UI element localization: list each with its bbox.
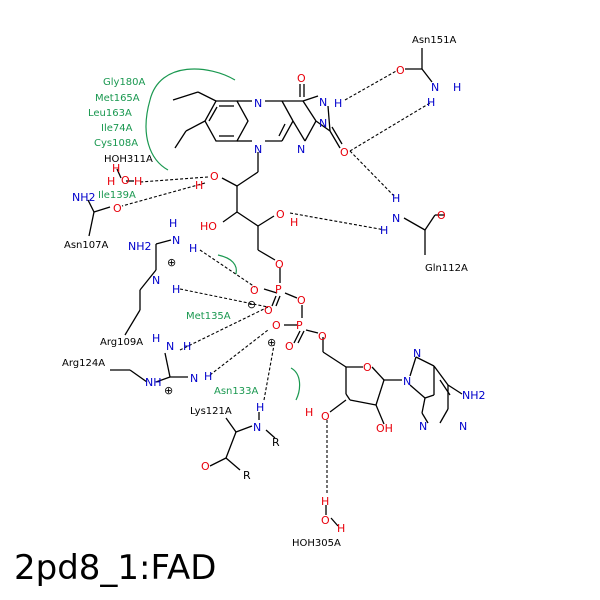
isoalloxazine-ring [172,84,343,172]
hoh311a-H1: H [112,162,120,175]
atom-O2: O [340,146,349,159]
label-leu163a: Leu163A [88,108,132,119]
adenosine [329,356,463,425]
atom-O2-ribityl: O [210,170,219,183]
lys121a-charge: ⊕ [267,336,276,349]
atom-HO2-ribose: H [305,406,313,419]
hoh311a-O: O [121,174,130,187]
atom-N3-adenine: N [419,420,427,433]
arg109a-NH2: NH2 [128,240,152,253]
label-gln112a: Gln112A [425,263,468,274]
label-gly180a: Gly180A [103,77,146,88]
ligand-title: 2pd8_1:FAD [14,548,217,588]
arg124a-charge: ⊕ [164,384,173,397]
atom-O-P2b: O [285,340,294,353]
atom-N9: N [403,375,411,388]
arg109a-N2: N [152,274,160,287]
arg109a-H2: H [189,242,197,255]
atom-O2-ribose: O [321,410,330,423]
pyrophosphate [263,268,347,368]
hoh311a-H3: H [134,175,142,188]
atom-H3: H [334,97,342,110]
atom-P2: P [296,319,303,332]
residue-atom-labels: O N H H H O H H NH2 O H N H O H N H NH2 … [72,64,461,535]
lys121a-O: O [201,460,210,473]
lys121a-R1: R [272,436,280,449]
gln112a-N: N [392,212,400,225]
lys121a-R2: R [243,469,251,482]
label-cys108a: Cys108A [94,138,138,149]
lys121a-N: N [253,421,261,434]
asn151a-H1: H [453,81,461,94]
asn151a-N: N [431,81,439,94]
label-ile74a: Ile74A [101,123,133,134]
label-asn133a: Asn133A [214,386,258,397]
label-lys121a: Lys121A [190,406,232,417]
atom-N5: N [254,97,262,110]
arg109a-N1: N [172,234,180,247]
atom-OH3-ribose: OH [376,422,393,435]
label-hoh311a: HOH311A [104,154,153,165]
arg124a-H2: H [183,340,191,353]
atom-NH2-adenine: NH2 [462,389,486,402]
gln112a-H2: H [380,224,388,237]
label-asn107a: Asn107A [64,240,108,251]
atom-O-P2-ester: O [318,330,327,343]
label-arg109a: Arg109A [100,337,143,348]
atom-P1: P [275,283,282,296]
contact-residue-labels: Gly180A Met165A Leu163A Ile74A Cys108A I… [88,77,258,397]
phosphate-charge: ⊖ [247,298,256,311]
asn107a-NH2: NH2 [72,191,96,204]
arg124a-NH: NH [145,376,162,389]
atom-N-ring: N [319,117,327,130]
atom-H-O2-ribityl: H [195,179,203,192]
label-ile139a: Ile139A [98,190,136,201]
atom-O-P1a: O [250,284,259,297]
label-met135a: Met135A [186,311,231,322]
atom-HO3-ribityl: HO [200,220,217,233]
label-met165a: Met165A [95,93,140,104]
residue-skeletons [87,48,444,527]
gln112a-H1: H [392,192,400,205]
atom-O-P2a: O [272,319,281,332]
atom-H-O4-ribityl: H [290,216,298,229]
arg109a-H3: H [172,283,180,296]
asn151a-H2: H [427,96,435,109]
hoh305a-O: O [321,514,330,527]
hydrophobic-contacts [145,68,301,401]
atom-O4-ribityl: O [276,208,285,221]
arg109a-charge: ⊕ [167,256,176,269]
hoh305a-H1: H [321,495,329,508]
ribityl-chain [221,171,276,261]
arg124a-N1: N [166,340,174,353]
atom-N10: N [254,143,262,156]
atom-O-carbonyl: O [297,72,306,85]
arg124a-H3: H [204,370,212,383]
atom-O-ribose: O [363,361,372,374]
asn107a-O: O [113,202,122,215]
atom-O-bridge: O [297,294,306,307]
atom-N3: N [319,96,327,109]
arg124a-H1: H [152,332,160,345]
arg124a-N2: N [190,372,198,385]
lys121a-H: H [256,401,264,414]
atom-O-P1b: O [264,304,273,317]
gln112a-O: O [437,209,446,222]
label-arg124a: Arg124A [62,358,105,369]
residue-labels: Asn151A HOH311A Asn107A Gln112A Arg109A … [62,35,468,549]
atom-N1-adenine: N [459,420,467,433]
atom-O5: O [275,258,284,271]
atom-N7: N [413,347,421,360]
label-hoh305a: HOH305A [292,538,341,549]
arg109a-H1: H [169,217,177,230]
atom-N1: N [297,143,305,156]
hoh311a-H2: H [107,175,115,188]
label-asn151a: Asn151A [412,35,456,46]
atom-labels: O N N N N H N O O H HO O H O P O O O P O… [195,72,486,435]
hoh305a-H2: H [337,522,345,535]
asn151a-O: O [396,64,405,77]
hydrogen-bonds [121,69,431,495]
